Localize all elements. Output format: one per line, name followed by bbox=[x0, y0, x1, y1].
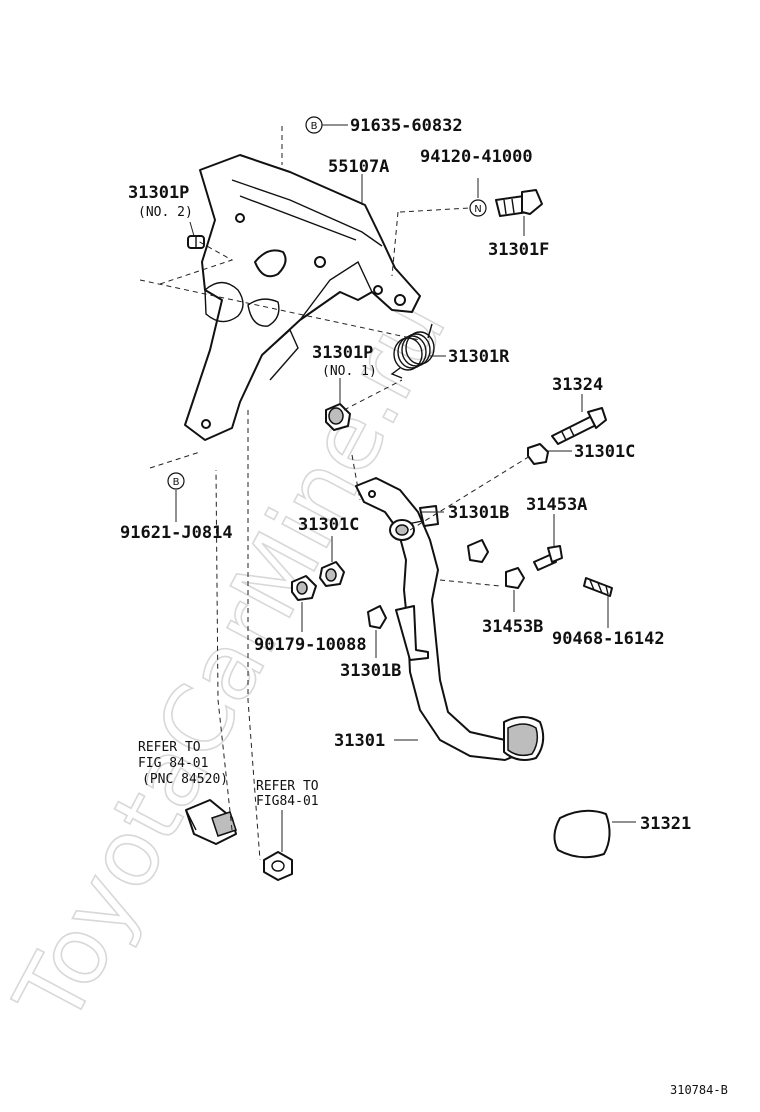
svg-text:N: N bbox=[474, 204, 481, 215]
label-no2: (NO. 2) bbox=[138, 205, 193, 220]
callout-n: N bbox=[469, 199, 487, 217]
stop-lamp-switch bbox=[185, 799, 237, 845]
refer-note-right: REFER TO FIG84-01 bbox=[256, 779, 319, 809]
clip-90468-16142 bbox=[583, 577, 613, 597]
brake-pedal-arm-31301 bbox=[355, 477, 545, 761]
label-31301p-no2: 31301P bbox=[128, 183, 189, 203]
pedal-bracket-55107a bbox=[184, 154, 421, 441]
callout-b-left: B bbox=[167, 472, 185, 490]
label-31324: 31324 bbox=[552, 375, 603, 395]
figure-code: 310784-B bbox=[670, 1083, 728, 1097]
svg-text:B: B bbox=[173, 477, 180, 488]
svg-text:REFER TO: REFER TO bbox=[138, 740, 201, 755]
bolt-31453a bbox=[533, 545, 563, 571]
label-31301: 31301 bbox=[334, 731, 385, 751]
stopper-31301b-bottom bbox=[367, 605, 387, 629]
label-31453a: 31453A bbox=[526, 495, 587, 515]
bolt-31301p-no2 bbox=[187, 235, 205, 249]
label-31453b: 31453B bbox=[482, 617, 543, 637]
label-55107a: 55107A bbox=[328, 157, 389, 177]
stopper-31301b-top bbox=[467, 539, 489, 563]
label-90468-16142: 90468-16142 bbox=[552, 629, 665, 649]
label-91635-60832: 91635-60832 bbox=[350, 116, 463, 136]
svg-text:REFER TO: REFER TO bbox=[256, 779, 319, 794]
label-no1: (NO. 1) bbox=[322, 364, 377, 379]
assembly-lines bbox=[139, 126, 531, 861]
svg-text:B: B bbox=[311, 121, 318, 132]
switch-nut bbox=[263, 851, 293, 881]
label-31321: 31321 bbox=[640, 814, 691, 834]
label-31301f: 31301F bbox=[488, 240, 549, 260]
label-90179-10088: 90179-10088 bbox=[254, 635, 367, 655]
label-31301c-right: 31301C bbox=[574, 442, 635, 462]
svg-text:FIG 84-01: FIG 84-01 bbox=[138, 756, 208, 771]
pedal-pad-31321 bbox=[553, 809, 611, 859]
svg-text:FIG84-01: FIG84-01 bbox=[256, 794, 319, 809]
label-31301b-top: 31301B bbox=[448, 503, 509, 523]
leader-lines bbox=[175, 124, 636, 852]
label-94120-41000: 94120-41000 bbox=[420, 147, 533, 167]
bolt-31324 bbox=[551, 407, 607, 445]
label-31301c-left: 31301C bbox=[298, 515, 359, 535]
bolt-31301f bbox=[495, 189, 543, 217]
return-spring-31301r bbox=[390, 323, 435, 379]
part-labels: 91635-60832 55107A 94120-41000 31301P (N… bbox=[120, 116, 691, 834]
refer-note-left: REFER TO FIG 84-01 (PNC 84520) bbox=[138, 740, 228, 787]
callout-b-top: B bbox=[305, 116, 323, 134]
svg-text:(PNC 84520): (PNC 84520) bbox=[142, 772, 228, 787]
nut-31453b bbox=[505, 567, 525, 589]
label-91621-j0814: 91621-J0814 bbox=[120, 523, 233, 543]
nut-31301c-right bbox=[527, 443, 549, 465]
label-31301r: 31301R bbox=[448, 347, 510, 367]
nut-90179-10088 bbox=[291, 575, 317, 601]
bushing-31301c-left bbox=[319, 561, 345, 587]
label-31301b-bottom: 31301B bbox=[340, 661, 401, 681]
label-31301p-no1: 31301P bbox=[312, 343, 373, 363]
